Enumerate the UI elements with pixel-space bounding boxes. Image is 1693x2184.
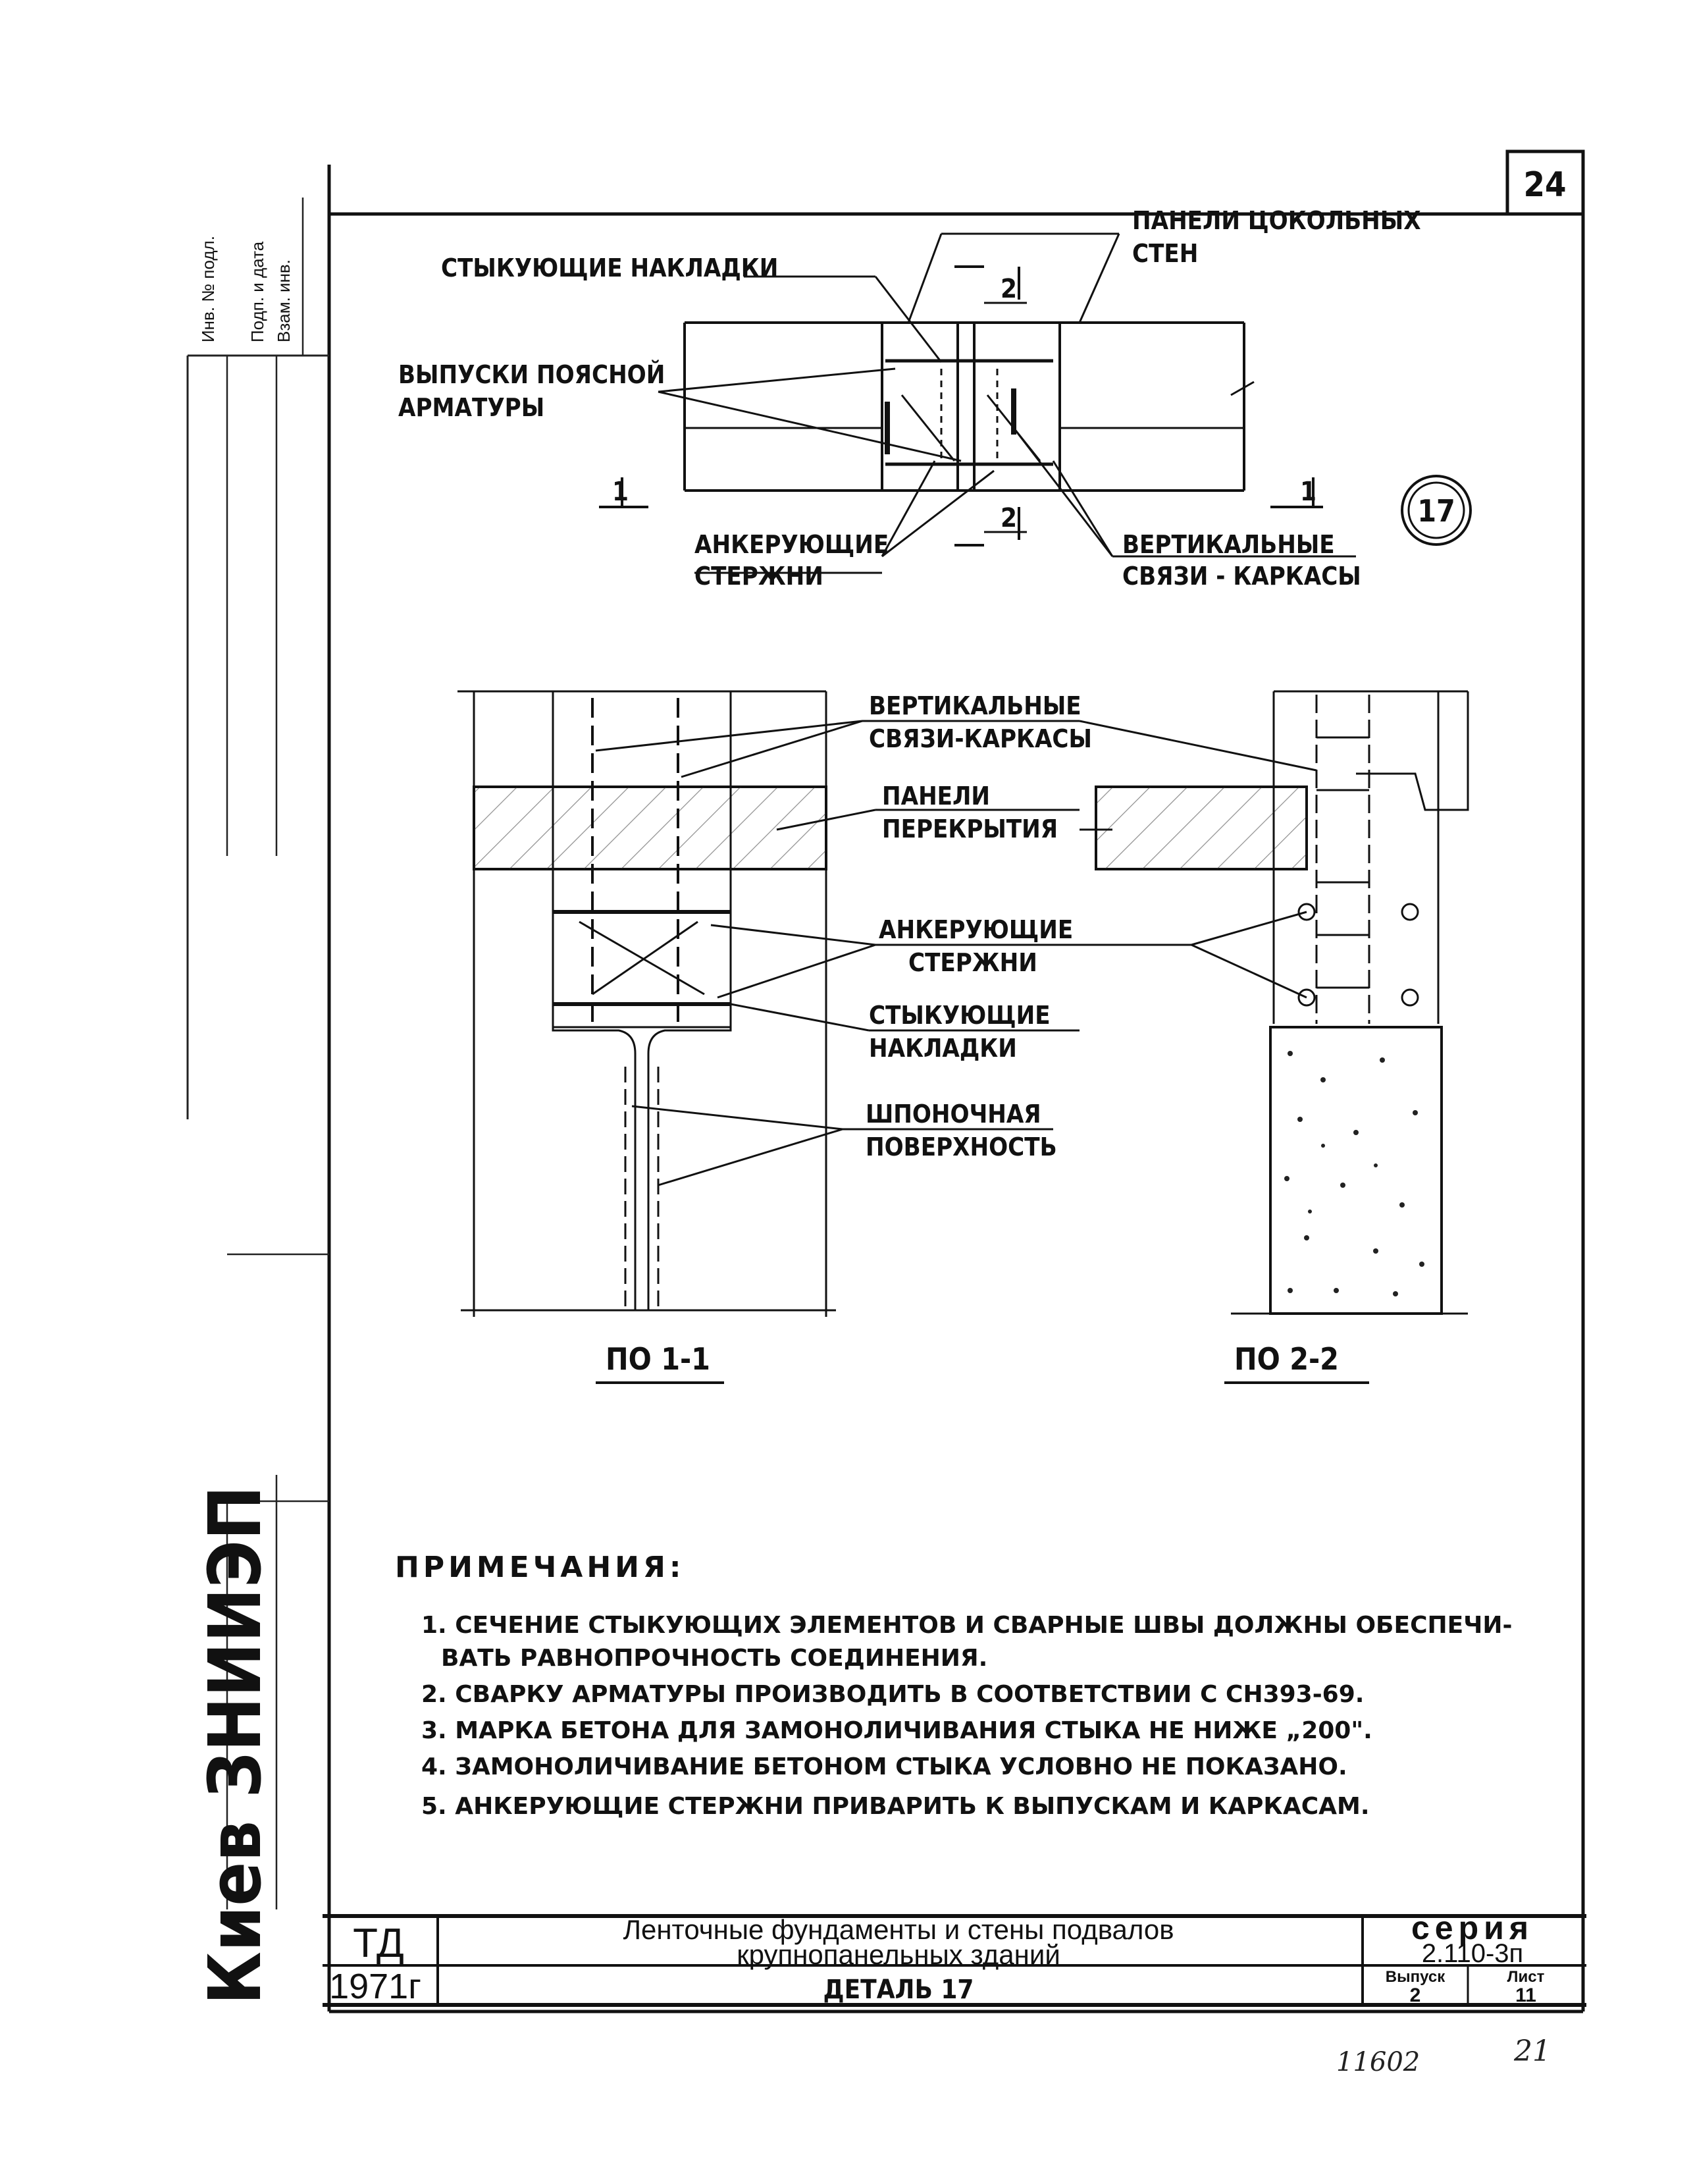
section-mark-bottom: 2 — [1001, 503, 1017, 533]
side-strip — [186, 198, 329, 1909]
label-floor-line2: ПЕРЕКРЫТИЯ — [882, 814, 1058, 843]
issue-label: Выпуск — [1386, 1968, 1446, 1986]
caption-1-1: ПО 1-1 — [596, 1341, 724, 1384]
label-key-line1: ШПОНОЧНАЯ — [866, 1100, 1041, 1129]
note-4: 4. ЗАМОНОЛИЧИВАНИЕ БЕТОНОМ СТЫКА УСЛОВНО… — [421, 1753, 1347, 1780]
label-anchor-top-line2: СТЕРЖНИ — [694, 562, 823, 591]
notes-heading: ПРИМЕЧАНИЯ: — [395, 1551, 685, 1584]
title-code: ТД — [353, 1921, 404, 1966]
section-1-1 — [457, 690, 836, 1317]
sheet-value: 11 — [1515, 1984, 1536, 2006]
handwritten-inventory: 11602 — [1336, 2047, 1420, 2077]
side-label-replace: Взам. инв. — [274, 259, 294, 342]
label-anchor-sec-line2: СТЕРЖНИ — [908, 948, 1037, 977]
caption-2-2-text: ПО 2-2 — [1234, 1341, 1339, 1377]
label-vertical-top-line1: ВЕРТИКАЛЬНЫЕ — [1122, 530, 1335, 559]
side-label-sign: Подп. и дата — [247, 241, 267, 342]
page-number: 24 — [1523, 165, 1566, 205]
label-outlets-line2: АРМАТУРЫ — [398, 393, 544, 422]
section-mark-top: 2 — [1001, 274, 1017, 304]
concrete-fill — [1284, 1051, 1424, 1296]
label-key-line2: ПОВЕРХНОСТЬ — [866, 1132, 1057, 1161]
note-3: 3. МАРКА БЕТОНА ДЛЯ ЗАМОНОЛИЧИВАНИЯ СТЫК… — [421, 1717, 1372, 1744]
cut-mark-right: 1 — [1300, 477, 1316, 507]
title-detail: ДЕТАЛЬ 17 — [823, 1975, 974, 2005]
plan-view — [599, 232, 1356, 574]
title-year: 1971г — [329, 1967, 421, 2006]
label-vertical-sec-line1: ВЕРТИКАЛЬНЫЕ — [869, 691, 1081, 720]
label-anchor-sec-line1: АНКЕРУЮЩИЕ — [879, 915, 1073, 944]
note-5: 5. АНКЕРУЮЩИЕ СТЕРЖНИ ПРИВАРИТЬ К ВЫПУСК… — [421, 1793, 1370, 1820]
title-line2: крупнопанельных зданий — [737, 1939, 1060, 1970]
note-2: 2. СВАРКУ АРМАТУРЫ ПРОИЗВОДИТЬ В СООТВЕТ… — [421, 1681, 1364, 1708]
sheet-frame — [327, 165, 1585, 2013]
label-plates-line1: СТЫКУЮЩИЕ — [869, 1001, 1051, 1030]
title-block — [323, 1914, 1586, 2007]
label-panels-line2: СТЕН — [1132, 239, 1198, 268]
series-label: серия — [1411, 1909, 1534, 1946]
label-joint-plates: СТЫКУЮЩИЕ НАКЛАДКИ — [441, 253, 778, 282]
label-vertical-top-line2: СВЯЗИ - КАРКАСЫ — [1122, 562, 1361, 591]
series-value: 2.110-3п — [1422, 1939, 1523, 1968]
side-label-inventory: Инв. № подл. — [198, 236, 218, 342]
note-1-cont: ВАТЬ РАВНОПРОЧНОСТЬ СОЕДИНЕНИЯ. — [441, 1645, 987, 1672]
section-leaders — [595, 720, 1317, 1186]
label-outlets-line1: ВЫПУСКИ ПОЯСНОЙ — [398, 360, 665, 389]
label-anchor-top-line1: АНКЕРУЮЩИЕ — [694, 530, 889, 559]
label-panels-line1: ПАНЕЛИ ЦОКОЛЬНЫХ — [1132, 206, 1421, 235]
detail-mark: 17 — [1401, 475, 1472, 546]
page-number-box: 24 — [1505, 149, 1585, 216]
sheet-label: Лист — [1507, 1968, 1545, 1986]
stamp-city: Киев ЗНИИЭП — [193, 1485, 277, 2005]
caption-2-2: ПО 2-2 — [1224, 1341, 1369, 1384]
cut-mark-left: 1 — [612, 477, 629, 507]
issue-value: 2 — [1410, 1984, 1421, 2006]
title-line1: Ленточные фундаменты и стены подвалов — [623, 1914, 1174, 1945]
detail-mark-number: 17 — [1417, 493, 1455, 529]
label-vertical-sec-line2: СВЯЗИ-КАРКАСЫ — [869, 724, 1092, 753]
label-plates-line2: НАКЛАДКИ — [869, 1034, 1017, 1063]
section-2-2 — [1095, 690, 1469, 1315]
caption-1-1-text: ПО 1-1 — [606, 1341, 710, 1377]
label-floor-line1: ПАНЕЛИ — [882, 782, 990, 811]
note-1: 1. СЕЧЕНИЕ СТЫКУЮЩИХ ЭЛЕМЕНТОВ И СВАРНЫЕ… — [421, 1612, 1512, 1639]
handwritten-page: 21 — [1513, 2035, 1551, 2068]
